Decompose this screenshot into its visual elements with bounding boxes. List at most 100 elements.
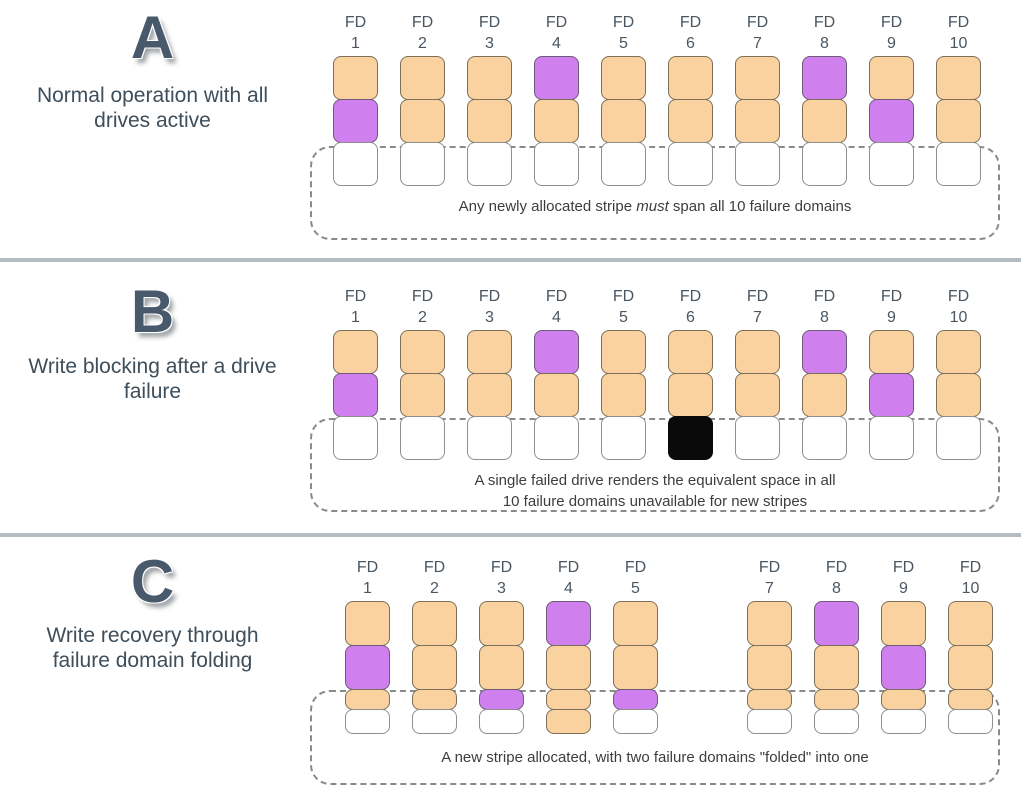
purple-block bbox=[613, 689, 658, 710]
orange-block bbox=[479, 601, 524, 646]
caption-text: Any newly allocated stripe bbox=[458, 198, 637, 215]
orange-block bbox=[948, 645, 993, 690]
orange-block bbox=[400, 330, 445, 374]
purple-block bbox=[802, 56, 847, 100]
orange-block bbox=[534, 99, 579, 143]
white-block bbox=[936, 142, 981, 186]
white-block bbox=[869, 142, 914, 186]
orange-block bbox=[735, 373, 780, 417]
panel-separator bbox=[0, 533, 1021, 537]
orange-block bbox=[467, 373, 512, 417]
white-block bbox=[400, 142, 445, 186]
orange-block bbox=[936, 373, 981, 417]
orange-block bbox=[802, 99, 847, 143]
orange-block bbox=[802, 373, 847, 417]
orange-block bbox=[668, 99, 713, 143]
purple-block bbox=[802, 330, 847, 374]
panel-letter: B bbox=[130, 278, 175, 345]
panel-b-left-labels: B Write blocking after a drive failure bbox=[0, 262, 305, 535]
white-block bbox=[948, 709, 993, 734]
orange-block bbox=[881, 689, 926, 710]
white-block bbox=[802, 416, 847, 460]
purple-block bbox=[869, 99, 914, 143]
orange-block bbox=[936, 56, 981, 100]
purple-block bbox=[479, 689, 524, 710]
orange-block bbox=[601, 373, 646, 417]
panel-a-left-labels: A Normal operation with all drives activ… bbox=[0, 0, 305, 260]
purple-block bbox=[534, 56, 579, 100]
orange-block bbox=[546, 689, 591, 710]
white-block bbox=[601, 142, 646, 186]
panel-title: Write recovery through failure domain fo… bbox=[46, 624, 259, 672]
caption-text: 10 failure domains unavailable for new s… bbox=[502, 493, 808, 510]
white-block bbox=[534, 142, 579, 186]
panel-c-domain-folding: C Write recovery through failure domain … bbox=[0, 537, 1021, 797]
white-block bbox=[345, 709, 390, 734]
orange-block bbox=[747, 645, 792, 690]
white-block bbox=[936, 416, 981, 460]
panel-c-left-labels: C Write recovery through failure domain … bbox=[0, 537, 305, 797]
orange-block bbox=[869, 56, 914, 100]
orange-block bbox=[747, 601, 792, 646]
purple-block bbox=[333, 99, 378, 143]
orange-block bbox=[534, 373, 579, 417]
white-block bbox=[881, 709, 926, 734]
white-block bbox=[869, 416, 914, 460]
white-block bbox=[802, 142, 847, 186]
orange-block bbox=[467, 330, 512, 374]
orange-block bbox=[400, 373, 445, 417]
purple-block bbox=[881, 645, 926, 690]
caption-text: must bbox=[636, 198, 669, 215]
panel-caption: A single failed drive renders the equiva… bbox=[310, 470, 1000, 512]
white-block bbox=[735, 142, 780, 186]
purple-block bbox=[534, 330, 579, 374]
purple-block bbox=[345, 645, 390, 690]
orange-block bbox=[948, 689, 993, 710]
panel-a-normal-operation: A Normal operation with all drives activ… bbox=[0, 0, 1021, 260]
orange-block bbox=[948, 601, 993, 646]
white-block bbox=[668, 142, 713, 186]
orange-block bbox=[333, 330, 378, 374]
panel-title: Write blocking after a drive failure bbox=[28, 355, 277, 403]
panel-letter: C bbox=[130, 548, 175, 615]
white-block bbox=[613, 709, 658, 734]
panel-letter: A bbox=[130, 4, 175, 71]
orange-block bbox=[345, 689, 390, 710]
orange-block bbox=[400, 56, 445, 100]
orange-block bbox=[400, 99, 445, 143]
white-block bbox=[747, 709, 792, 734]
orange-block bbox=[333, 56, 378, 100]
